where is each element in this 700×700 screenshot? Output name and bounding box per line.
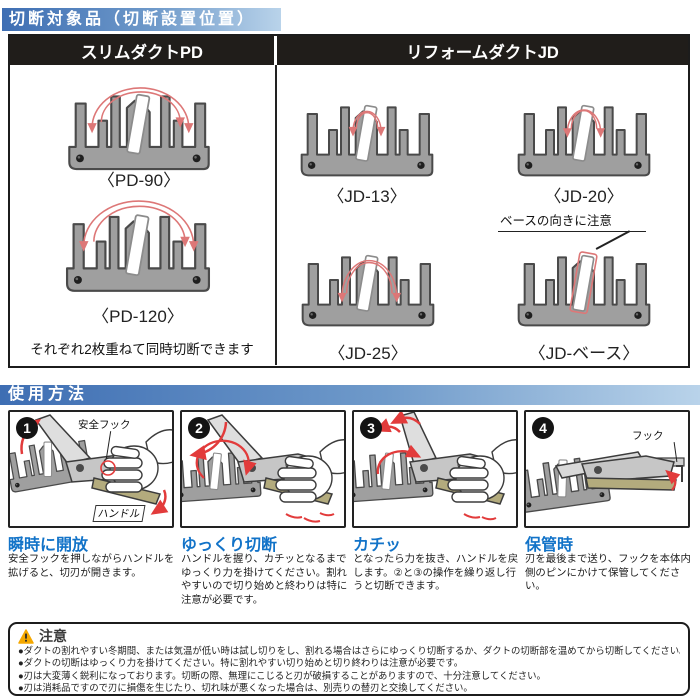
caution-title-row: 注意: [18, 627, 680, 645]
base-position-outline: [569, 251, 598, 315]
step-panel-4: 4 フック: [524, 410, 690, 528]
pd-90-figure: [68, 87, 210, 171]
handle-arrow: [150, 489, 169, 515]
jd-13-figure: [300, 104, 434, 177]
step-number-badge: 1: [16, 417, 38, 439]
pd-120-caption: 〈PD-120〉: [92, 307, 184, 326]
caution-item: ●刃は消耗品ですので刃に損傷を生じたり、切れ味が悪くなった場合は、別売りの替刃と…: [18, 682, 473, 694]
jd-25-figure: [301, 254, 435, 327]
step-number-badge: 4: [532, 417, 554, 439]
hook-label: フック: [632, 430, 664, 442]
effort-dashes: [285, 512, 335, 523]
step-2-title: ゆっくり切断: [181, 537, 278, 554]
jd-base-caption: 〈JD-ベース〉: [528, 344, 640, 363]
jd-20-caption: 〈JD-20〉: [544, 187, 624, 206]
close-arrow: [189, 421, 228, 461]
step-4-title: 保管時: [525, 537, 574, 554]
duct-position-arrows: [337, 260, 402, 303]
hook-shape: [676, 465, 683, 482]
step-2-text: ハンドルを握り、カチッとなるまでゆっくり力を掛けてください。割れやすいので切り始…: [181, 554, 348, 606]
warning-icon: [18, 628, 34, 644]
step-1-text: 安全フックを押しながらハンドルを拡げると、切刃が開きます。: [8, 554, 175, 579]
duct-position-arrows: [87, 87, 194, 134]
caution-title: 注意: [39, 628, 67, 644]
column-header-slim-duct-pd: スリムダクトPD: [10, 36, 274, 65]
step-3-illustration: [354, 412, 516, 521]
handle-label: ハンドル: [92, 505, 146, 522]
release-arrows: [373, 412, 421, 433]
pd-90-caption: 〈PD-90〉: [97, 171, 181, 190]
pd-120-figure: [65, 200, 211, 292]
step-3-title: カチッ: [353, 537, 402, 554]
section-header-usage: 使用方法: [0, 385, 700, 405]
caution-box: 注意 ●ダクトの割れやすい冬期間、または気温が低い時は試し切りをし、割れる場合は…: [8, 622, 690, 696]
caution-item: ●刃は大変薄く鋭利になっております。切断の際、無理にこじると刃が破損することがあ…: [18, 669, 546, 681]
step-3-text: となったら力を抜き、ハンドルを戻します。②と③の操作を繰り返し行うと切断できます…: [353, 554, 519, 593]
caution-item: ●ダクトの割れやすい冬期間、または気温が低い時は試し切りをし、割れる場合はさらに…: [18, 645, 680, 656]
step-panel-2: 2: [180, 410, 346, 528]
section-header-targets: 切断対象品（切断設置位置）: [2, 8, 281, 31]
jd-25-caption: 〈JD-25〉: [328, 344, 408, 363]
duct-position-arrows: [562, 109, 606, 138]
duct-position-arrows: [348, 110, 386, 137]
duct-position-arrows: [78, 200, 199, 252]
column-header-reform-duct-jd: リフォームダクトJD: [277, 36, 688, 65]
effort-dashes: [463, 513, 497, 521]
jd-base-figure: [517, 251, 651, 327]
step-2-illustration: [182, 414, 344, 523]
step-number-badge: 2: [188, 417, 210, 439]
rotate-arrow: [195, 439, 257, 479]
step-1-title: 瞬時に開放: [8, 537, 89, 554]
step-panel-3: 3: [352, 410, 518, 528]
targets-table: スリムダクトPD リフォームダクトJD 〈PD-90〉 〈PD-120〉 それぞ…: [8, 34, 690, 368]
step-number-badge: 3: [360, 417, 382, 439]
safety-hook-label: 安全フック: [78, 419, 131, 431]
hook-arrow: [665, 469, 681, 491]
safety-hook-highlight: [100, 460, 116, 476]
jd-13-caption: 〈JD-13〉: [327, 187, 407, 206]
base-orientation-note: ベースの向きに注意: [498, 210, 646, 232]
step-4-text: 刃を最後まで送り、フックを本体内側のピンにかけて保管してください。: [525, 554, 691, 593]
caution-item: ●ダクトの切断はゆっくり力を掛けてください。特に割れやすい切り始めと切り終わりは…: [18, 657, 464, 669]
column-divider: [275, 65, 277, 365]
jd-20-figure: [517, 104, 651, 177]
pd-note: それぞれ2枚重ねて同時切断できます: [30, 342, 254, 357]
header-divider: [274, 36, 277, 65]
return-arrow: [376, 444, 422, 475]
step-panel-1: 1 安全フック ハンドル: [8, 410, 174, 528]
step-4-illustration: [526, 451, 685, 514]
